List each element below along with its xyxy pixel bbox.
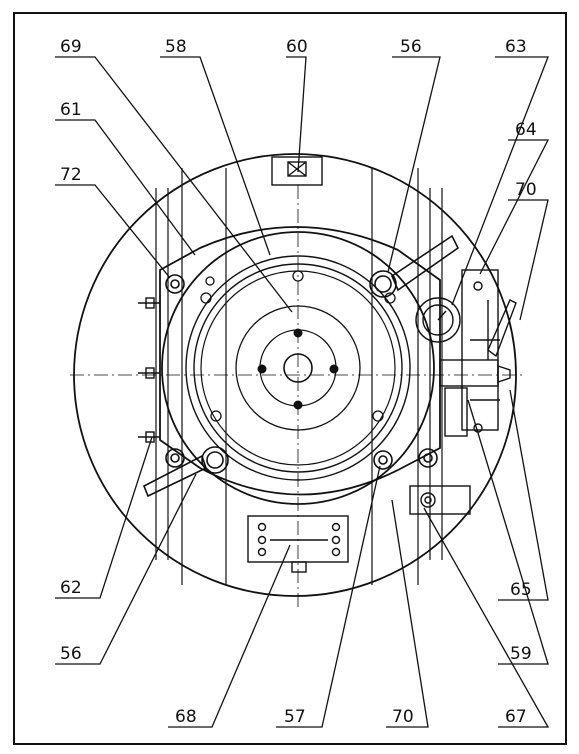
clamp-screws [142, 234, 460, 498]
callout-69: 69 [60, 37, 82, 57]
callout-labels: 69 58 60 56 63 61 64 72 70 62 65 56 59 6… [60, 37, 537, 727]
bottom-block-68 [247, 515, 349, 573]
callout-56-bottom: 56 [60, 644, 82, 664]
callout-57: 57 [284, 707, 306, 727]
callout-56-top: 56 [400, 37, 422, 57]
block-67 [409, 485, 471, 515]
callout-68: 68 [175, 707, 197, 727]
callout-64: 64 [515, 120, 537, 140]
ring-screws [200, 270, 396, 422]
leader-lines [55, 56, 550, 728]
carrier-plate-61 [159, 226, 441, 496]
callout-62: 62 [60, 578, 82, 598]
callout-61: 61 [60, 100, 82, 120]
callout-70-bottom: 70 [392, 707, 414, 727]
left-bolts [138, 297, 160, 443]
callout-58: 58 [165, 37, 187, 57]
screw-holes [257, 328, 339, 410]
dial-assembly [415, 269, 517, 437]
top-block-60 [271, 156, 323, 186]
drawing-frame [13, 12, 567, 745]
callout-60: 60 [286, 37, 308, 57]
callout-59: 59 [510, 644, 532, 664]
callout-67: 67 [505, 707, 527, 727]
callout-72: 72 [60, 165, 82, 185]
callout-63: 63 [505, 37, 527, 57]
callout-70-right: 70 [515, 180, 537, 200]
callout-65: 65 [510, 580, 532, 600]
slideway-lines [155, 168, 443, 585]
